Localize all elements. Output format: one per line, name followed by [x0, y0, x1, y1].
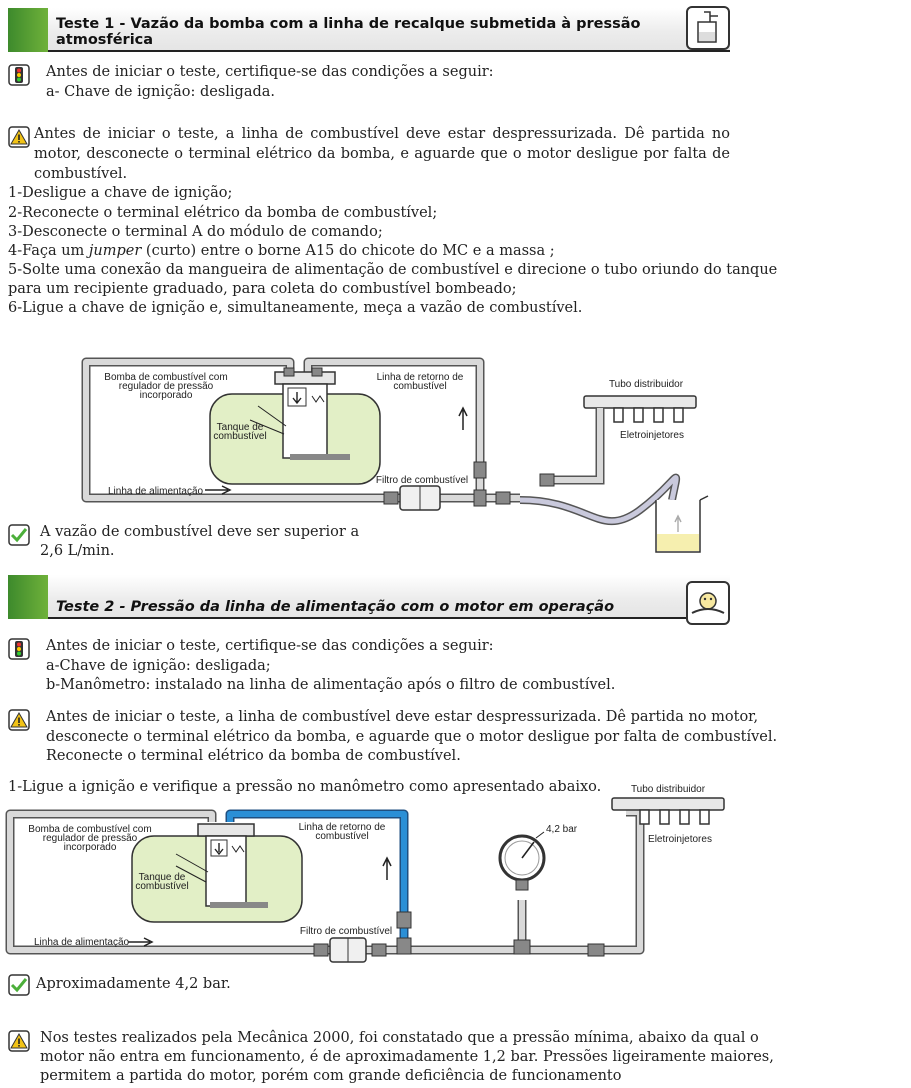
diagram-flow-test: Bomba de combustível com regulador de pr… — [81, 357, 709, 553]
section1-title: Teste 1 - Vazão da bomba com a linha de … — [56, 16, 641, 48]
s1-step-2: 2-Reconecte o terminal elétrico da bomba… — [8, 205, 438, 221]
section2-warning-l1: Antes de iniciar o teste, a linha de com… — [46, 709, 759, 725]
check-icon — [8, 524, 30, 546]
section1-result-line1: A vazão de combustível deve ser superior… — [40, 524, 360, 540]
d2-feed-label: Linha de alimentação — [34, 937, 130, 948]
section2-conditions-intro: Antes de iniciar o teste, certifique-se … — [46, 638, 494, 654]
check-icon — [8, 974, 30, 996]
svg-text:regulador de pressão: regulador de pressão — [119, 381, 214, 392]
section2-title: Teste 2 - Pressão da linha de alimentaçã… — [56, 599, 615, 615]
section2-warning-l3: Reconecte o terminal elétrico da bomba d… — [46, 748, 461, 764]
flow-test-icon — [686, 6, 730, 50]
section2-warning-l2: desconecte o terminal elétrico da bomba,… — [46, 729, 778, 745]
svg-text:regulador de pressão: regulador de pressão — [43, 833, 138, 844]
semaphore-icon — [8, 64, 30, 86]
section1-header: Teste 1 - Vazão da bomba com a linha de … — [8, 8, 730, 52]
fuel-rail — [611, 797, 725, 811]
svg-text:combustível: combustível — [393, 381, 446, 392]
s1-step-4-post: (curto) entre o borne A15 do chicote do … — [141, 243, 555, 259]
d2-filter-label: Filtro de combustível — [300, 926, 392, 937]
d1-return-label-2: combustível — [393, 381, 446, 392]
section2-rule — [48, 617, 730, 619]
d2-rail-label: Tubo distribuidor — [631, 784, 706, 795]
d1-return-label-1: Linha de retorno de — [377, 372, 464, 383]
d2-pump-label-1: Bomba de combustível com — [28, 824, 151, 835]
d1-tank-label-2: combustível — [213, 431, 266, 442]
section2-note-l1: Nos testes realizados pela Mecânica 2000… — [40, 1030, 759, 1046]
semaphore-icon — [8, 638, 30, 660]
section2-step-1: 1-Ligue a ignição e verifique a pressão … — [8, 779, 602, 795]
d1-feed-label: Linha de alimentação — [108, 486, 204, 497]
s1-step-1: 1-Desligue a chave de ignição; — [8, 185, 233, 201]
svg-text:Bomba de combustível com: Bomba de combustível com — [104, 372, 227, 383]
s1-step-4-pre: 4-Faça um — [8, 243, 89, 259]
section1-condition-a: a- Chave de ignição: desligada. — [46, 84, 276, 100]
s1-step-5a: 5-Solte uma conexão da mangueira de alim… — [8, 262, 778, 278]
d1-pump-label-1: Bomba de combustível com — [104, 372, 227, 383]
s1-step-3: 3-Desconecte o terminal A do módulo de c… — [8, 224, 383, 240]
svg-text:incorporado: incorporado — [140, 390, 193, 401]
fuel-rail — [583, 395, 697, 409]
s1-step-5b: para um recipiente graduado, para coleta… — [8, 281, 517, 297]
section1-result-line2: 2,6 L/min. — [40, 543, 115, 559]
d1-rail-label: Tubo distribuidor — [609, 379, 684, 390]
s1-step-6: 6-Ligue a chave de ignição e, simultanea… — [8, 300, 583, 316]
svg-text:Tanque de: Tanque de — [217, 422, 264, 433]
d2-pump-label-2: regulador de pressão — [43, 833, 138, 844]
diagram-pressure-test: Bomba de combustível com regulador de pr… — [5, 784, 725, 963]
pressure-test-icon — [686, 581, 730, 625]
warning-icon — [8, 1030, 30, 1052]
section1-rule — [48, 50, 730, 52]
section2-green-tab — [8, 575, 48, 619]
svg-text:combustível: combustível — [315, 831, 368, 842]
section1-conditions-intro: Antes de iniciar o teste, certifique-se … — [46, 64, 494, 80]
svg-text:combustível: combustível — [135, 881, 188, 892]
d1-filter-label: Filtro de combustível — [376, 475, 468, 486]
d2-injectors-label: Eletroinjetores — [648, 834, 712, 845]
section2-result: Aproximadamente 4,2 bar. — [36, 976, 231, 992]
warning-icon — [8, 126, 30, 148]
warning-icon — [8, 709, 30, 731]
section1-green-tab — [8, 8, 48, 52]
section2-header: Teste 2 - Pressão da linha de alimentaçã… — [8, 575, 730, 619]
svg-text:Tanque de: Tanque de — [139, 872, 186, 883]
svg-text:Linha de retorno de: Linha de retorno de — [377, 372, 464, 383]
svg-text:Linha de retorno de: Linha de retorno de — [299, 822, 386, 833]
svg-text:combustível: combustível — [213, 431, 266, 442]
d2-return-label-1: Linha de retorno de — [299, 822, 386, 833]
svg-text:incorporado: incorporado — [64, 842, 117, 853]
d2-pump-label-3: incorporado — [64, 842, 117, 853]
section2-note-l3: permitem a partida do motor, porém com g… — [40, 1068, 622, 1084]
d2-tank-label-2: combustível — [135, 881, 188, 892]
d1-tank-label-1: Tanque de — [217, 422, 264, 433]
section2-note-l2: motor não entra em funcionamento, é de a… — [40, 1049, 774, 1065]
s1-step-4: 4-Faça um jumper (curto) entre o borne A… — [8, 241, 555, 261]
d2-tank-label-1: Tanque de — [139, 872, 186, 883]
svg-text:Bomba de combustível com: Bomba de combustível com — [28, 824, 151, 835]
d2-return-label-2: combustível — [315, 831, 368, 842]
s1-step-4-jumper: jumper — [88, 243, 142, 259]
section2-condition-b: b-Manômetro: instalado na linha de alime… — [46, 677, 616, 693]
d1-injectors-label: Eletroinjetores — [620, 430, 684, 441]
d1-pump-label-2: regulador de pressão — [119, 381, 214, 392]
d2-gauge-label: 4,2 bar — [546, 824, 578, 835]
d1-pump-label-3: incorporado — [140, 390, 193, 401]
section2-condition-a: a-Chave de ignição: desligada; — [46, 658, 271, 674]
section1-warning: Antes de iniciar o teste, a linha de com… — [34, 126, 730, 182]
return-line-highlight — [227, 811, 407, 950]
